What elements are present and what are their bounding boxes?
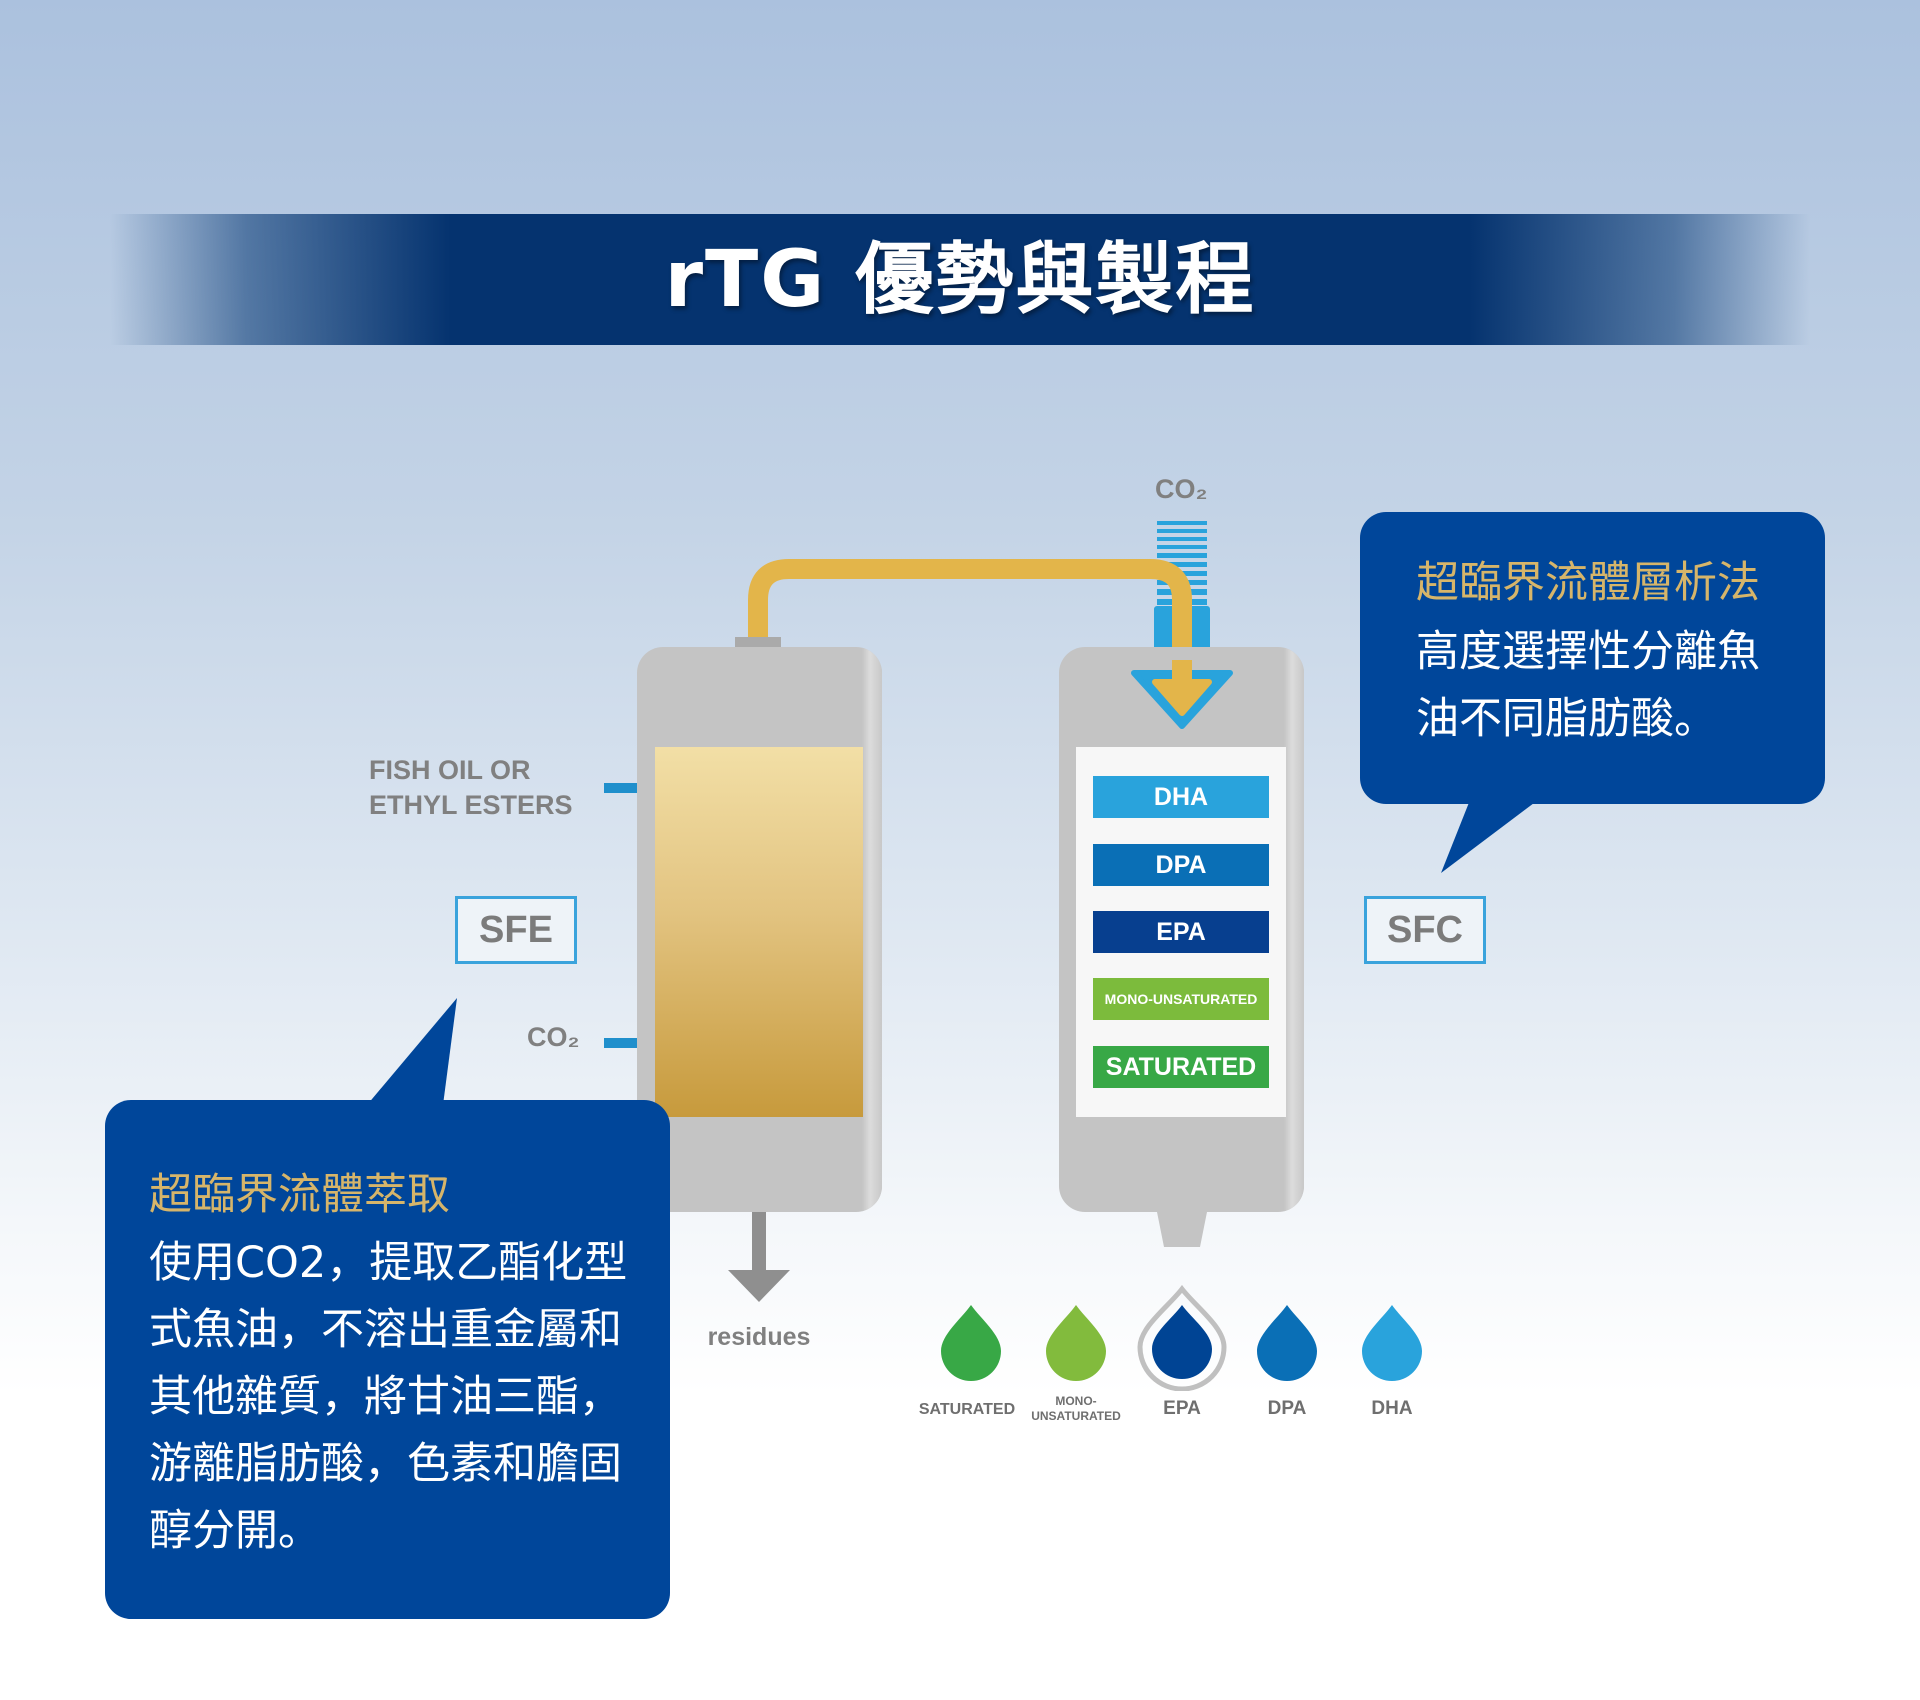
sfc-nozzle: [1157, 1212, 1207, 1247]
drop-label-mono-unsaturated: MONO- UNSATURATED: [1031, 1394, 1121, 1423]
sfe-label-box: SFE: [455, 896, 577, 964]
band-dha: DHA: [1093, 776, 1269, 818]
band-saturated: SATURATED: [1093, 1046, 1269, 1088]
sfe-co2-label: CO₂: [527, 1022, 580, 1052]
arrow-overlay: [1131, 660, 1233, 729]
drop-dha-icon: [1362, 1305, 1422, 1381]
sfe-heading: 超臨界流體萃取: [149, 1170, 450, 1220]
sfe-description-bubble: [105, 1100, 670, 1619]
sfe-description: 使用CO2，提取乙酯化型式魚油，不溶出重金屬和其他雜質，將甘油三酯，游離脂肪酸，…: [149, 1238, 628, 1556]
title-banner: [110, 214, 1810, 345]
sfe-column: [637, 647, 882, 1212]
sfc-label-box: SFC: [1364, 896, 1486, 964]
band-epa: EPA: [1093, 911, 1269, 953]
column-cap: [735, 637, 781, 649]
drop-label-dha: DHA: [1371, 1398, 1413, 1419]
right-bubble-tail: [1441, 800, 1538, 873]
sfc-description-bubble: [1360, 512, 1825, 804]
oil-fill: [655, 747, 863, 1117]
drop-label-dpa: DPA: [1267, 1398, 1307, 1419]
left-bubble-tail: [367, 998, 457, 1105]
band-dpa: DPA: [1093, 844, 1269, 886]
drop-label-epa: EPA: [1163, 1398, 1201, 1419]
sfc-co2-label: CO₂: [1155, 474, 1208, 504]
drop-mono-unsaturated-icon: [1046, 1305, 1106, 1381]
residues-arrow: [728, 1212, 790, 1302]
residues-label: residues: [707, 1323, 811, 1351]
drop-label-saturated: SATURATED: [918, 1401, 1016, 1418]
sfc-heading: 超臨界流體層析法: [1416, 558, 1760, 608]
band-mono-unsaturated: MONO-UNSATURATED: [1093, 978, 1269, 1020]
drop-saturated-icon: [941, 1305, 1001, 1381]
drop-epa-icon: [1137, 1285, 1227, 1391]
sfc-description: 高度選擇性分離魚油不同脂肪酸。: [1416, 627, 1760, 744]
page-title: rTG 優勢與製程: [664, 235, 1256, 325]
oil-transfer-pipe: [748, 559, 1192, 682]
drop-dpa-icon: [1257, 1305, 1317, 1381]
